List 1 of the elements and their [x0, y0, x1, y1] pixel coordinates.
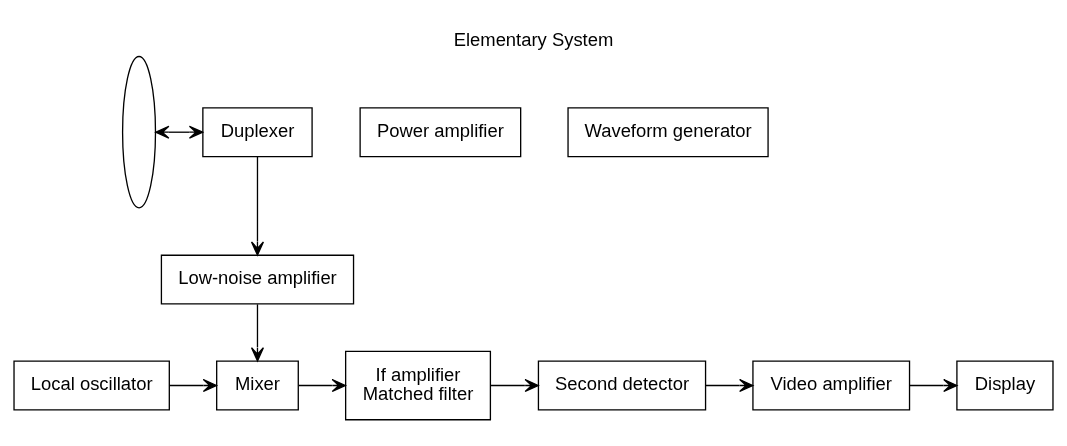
diagram-title: Elementary System — [453, 29, 614, 51]
